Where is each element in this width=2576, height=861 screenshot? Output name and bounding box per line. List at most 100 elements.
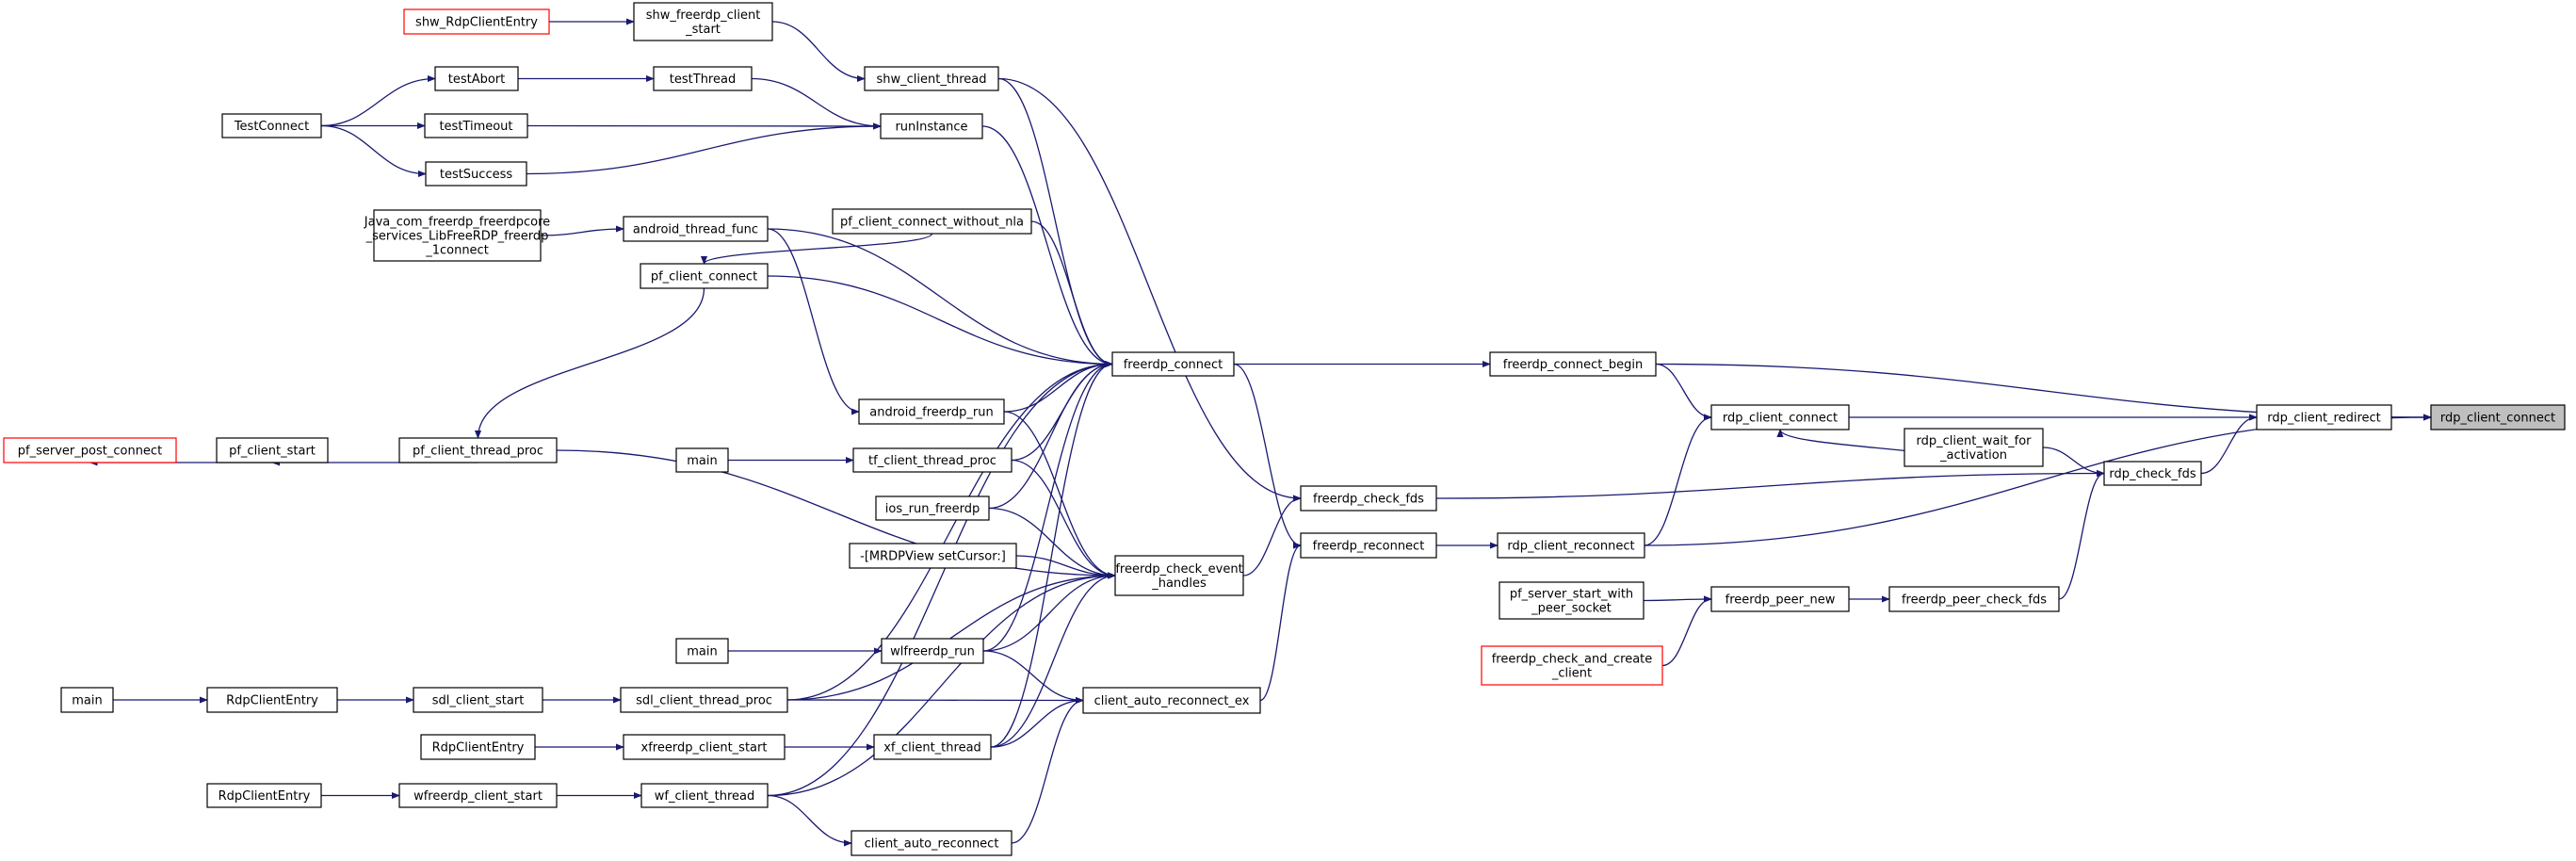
node-label: Java_com_freerdp_freerdpcore: [364, 216, 550, 230]
node-box: [413, 687, 543, 713]
edge-path: [767, 794, 852, 847]
node-freerdp-check-event-handles[interactable]: freerdp_check_event_handles: [1114, 555, 1244, 596]
node-pf-client-connect-without-nla[interactable]: pf_client_connect_without_nla: [832, 208, 1032, 235]
edge-path: [540, 225, 624, 236]
node-box: [832, 208, 1032, 235]
node-testAbort[interactable]: testAbort: [434, 66, 519, 91]
node-label: rdp_client_connect: [1723, 412, 1838, 426]
edge-path: [767, 360, 1113, 797]
node-label: xfreerdp_client_start: [641, 741, 768, 755]
node-box: [425, 161, 527, 187]
node-box: [1300, 532, 1437, 559]
node-client-auto-reconnect-ex[interactable]: client_auto_reconnect_ex: [1082, 687, 1261, 714]
node-sdl-client-thread-proc[interactable]: sdl_client_thread_proc: [620, 687, 788, 713]
edge-path: [701, 233, 933, 265]
node-pf-server-post-connect[interactable]: pf_server_post_connect: [3, 437, 177, 463]
node-pf-client-thread-proc[interactable]: pf_client_thread_proc: [398, 437, 558, 463]
node-ios-run-freerdp[interactable]: ios_run_freerdp: [875, 495, 990, 521]
node-box: [2103, 461, 2202, 486]
node-box: [206, 687, 338, 713]
node-box: [623, 216, 769, 242]
edge-path: [990, 360, 1113, 748]
node-pf-server-start-with-peer-socket[interactable]: pf_server_start_with_peer_socket: [1499, 581, 1644, 620]
node-label: freerdp_connect_begin: [1503, 358, 1643, 372]
call-edge-wf_client_thread-to-freerdp_connect: [767, 360, 1113, 797]
node-RdpClientEntry-wf[interactable]: RdpClientEntry: [206, 783, 322, 808]
node-wfreerdp-client-start[interactable]: wfreerdp_client_start: [398, 783, 558, 808]
node-label: -[MRDPView setCursor:]: [860, 550, 1006, 564]
node-label: shw_client_thread: [877, 73, 987, 87]
node-testSuccess[interactable]: testSuccess: [425, 161, 527, 187]
node-main-tf[interactable]: main: [675, 447, 729, 473]
node-pf-client-start[interactable]: pf_client_start: [216, 437, 329, 463]
node-box: [858, 398, 1005, 425]
node-box: [623, 734, 786, 760]
node-sdl-client-start[interactable]: sdl_client_start: [413, 687, 543, 713]
node-java-connect[interactable]: Java_com_freerdp_freerdpcore_services_Li…: [364, 209, 550, 262]
call-edge-rdp_check_fds-to-rdp_client_redirect: [2200, 414, 2258, 475]
call-edge-pf_client_connect-to-freerdp_connect: [767, 275, 1113, 368]
call-edge-runInstance-to-freerdp_connect: [981, 125, 1113, 368]
node-box: [1111, 351, 1235, 377]
node-RdpClientEntry-xf[interactable]: RdpClientEntry: [420, 734, 536, 760]
node-xf-client-thread[interactable]: xf_client_thread: [873, 734, 992, 760]
node-freerdp-connect[interactable]: freerdp_connect: [1111, 351, 1235, 377]
edge-path: [556, 449, 1116, 579]
node-wf-client-thread[interactable]: wf_client_thread: [640, 783, 769, 808]
node-wlfreerdp-run[interactable]: wlfreerdp_run: [881, 638, 984, 664]
node-mrdpview-setcursor[interactable]: -[MRDPView setCursor:]: [849, 543, 1017, 569]
node-box: [1114, 555, 1244, 596]
call-edge-client_auto_reconnect_ex-to-freerdp_reconnect: [1259, 542, 1302, 702]
node-testThread[interactable]: testThread: [653, 66, 753, 91]
node-freerdp-peer-check-fds[interactable]: freerdp_peer_check_fds: [1888, 586, 2060, 612]
node-box: [1710, 404, 1850, 430]
edge-path: [2200, 414, 2258, 475]
node-rdp-client-reconnect[interactable]: rdp_client_reconnect: [1497, 532, 1645, 559]
node-shw-client-thread[interactable]: shw_client_thread: [864, 66, 999, 91]
node-freerdp-check-and-create-client[interactable]: freerdp_check_and_create_client: [1481, 645, 1663, 686]
node-label: sdl_client_thread_proc: [636, 694, 772, 708]
edge-path: [1242, 495, 1302, 577]
node-main-sdl[interactable]: main: [60, 687, 114, 713]
node-android-freerdp-run[interactable]: android_freerdp_run: [858, 398, 1005, 425]
node-xfreerdp-client-start[interactable]: xfreerdp_client_start: [623, 734, 786, 760]
edge-path: [786, 696, 1084, 705]
node-shw-RdpClientEntry[interactable]: shw_RdpClientEntry: [403, 8, 550, 35]
call-edge-android_thread_func-to-freerdp_connect: [767, 228, 1113, 368]
node-runInstance[interactable]: runInstance: [880, 113, 983, 139]
node-shw-freerdp-client-start[interactable]: shw_freerdp_client_start: [633, 2, 773, 41]
call-edge-pf_client_connect-to-pf_client_thread_proc: [474, 287, 705, 439]
node-box: [852, 447, 1013, 473]
node-rdp-check-fds[interactable]: rdp_check_fds: [2103, 461, 2202, 486]
node-android-thread-func[interactable]: android_thread_func: [623, 216, 769, 242]
node-label: _1connect: [425, 244, 489, 258]
node-label: rdp_client_wait_for: [1916, 434, 2032, 448]
node-main-wl[interactable]: main: [675, 638, 729, 664]
node-TestConnect[interactable]: TestConnect: [221, 113, 322, 138]
node-freerdp-peer-new[interactable]: freerdp_peer_new: [1710, 586, 1850, 612]
node-pf-client-connect[interactable]: pf_client_connect: [640, 263, 769, 289]
call-edge-freerdp_connect_begin-to-rdp_client_connect: [1655, 363, 1712, 421]
edge-path: [988, 360, 1113, 510]
node-box: [881, 638, 984, 664]
edge-path: [1030, 220, 1113, 368]
node-testTimeout[interactable]: testTimeout: [424, 113, 528, 138]
edge-path: [320, 74, 436, 127]
edge-path: [990, 572, 1116, 748]
node-rdp-client-redirect[interactable]: rdp_client_redirect: [2256, 404, 2392, 430]
node-rdp-client-connect-root[interactable]: rdp_client_connect: [2430, 404, 2566, 430]
node-rdp-client-connect[interactable]: rdp_client_connect: [1710, 404, 1850, 430]
node-freerdp-check-fds[interactable]: freerdp_check_fds: [1300, 485, 1437, 512]
node-freerdp-connect-begin[interactable]: freerdp_connect_begin: [1489, 351, 1657, 377]
node-box: [2430, 404, 2566, 430]
node-label: android_thread_func: [633, 223, 758, 237]
node-rdp-client-wait-for-activation[interactable]: rdp_client_wait_for_activation: [1904, 428, 2044, 467]
node-label: pf_client_connect: [651, 270, 757, 284]
node-label: pf_client_start: [229, 445, 316, 459]
node-client-auto-reconnect[interactable]: client_auto_reconnect: [851, 830, 1013, 856]
node-freerdp-reconnect[interactable]: freerdp_reconnect: [1300, 532, 1437, 559]
node-RdpClientEntry-sdl[interactable]: RdpClientEntry: [206, 687, 338, 713]
node-tf-client-thread-proc[interactable]: tf_client_thread_proc: [852, 447, 1013, 473]
node-label: testSuccess: [440, 168, 513, 182]
edge-path: [767, 228, 860, 415]
